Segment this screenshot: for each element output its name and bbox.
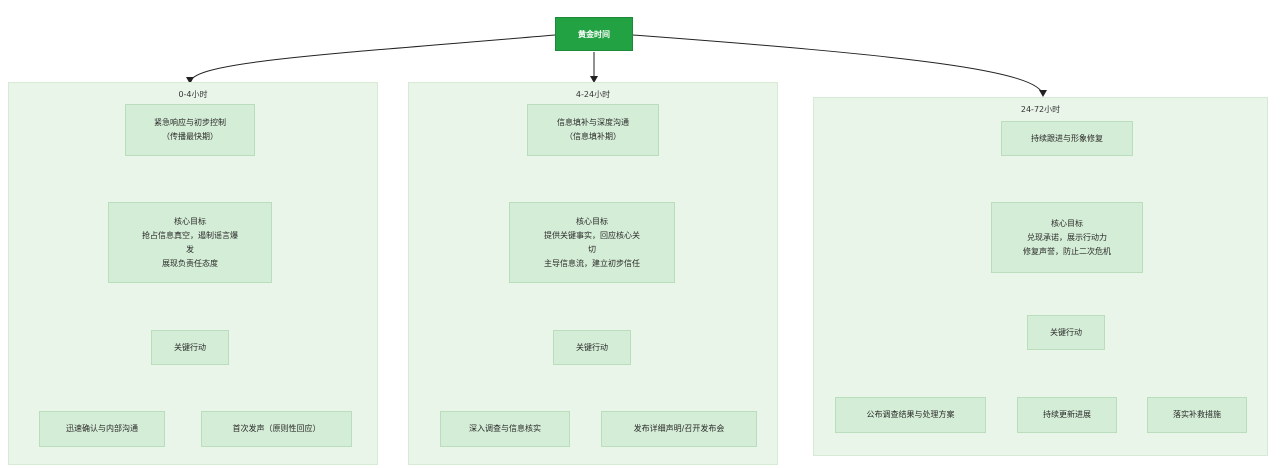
edge-root-phase1 xyxy=(186,34,556,84)
phase-title: 4-24小时 xyxy=(575,90,611,99)
leaf-node: 深入调查与信息核实 xyxy=(440,411,570,447)
goal-line: 主导信息流，建立初步信任 xyxy=(544,258,640,268)
leaf-node: 发布详细声明/召开发布会 xyxy=(601,411,757,447)
action-node: 关键行动 xyxy=(151,330,229,365)
goal-line: 核心目标 xyxy=(174,216,206,226)
root-label: 黄金时间 xyxy=(578,29,610,39)
goal-line: 修复声誉，防止二次危机 xyxy=(1023,246,1111,256)
stage-line: 紧急响应与初步控制 xyxy=(154,118,226,127)
leaf-label: 公布调查结果与处理方案 xyxy=(866,410,955,419)
action-node: 关键行动 xyxy=(1027,315,1105,350)
phase-title: 24-72小时 xyxy=(1020,105,1061,114)
goal-node: 核心目标 抢占信息真空，遏制谣言爆 发 展现负责任态度 xyxy=(108,202,272,283)
leaf-label: 迅速确认与内部沟通 xyxy=(66,424,138,433)
goal-node: 核心目标 提供关键事实，回应核心关 切 主导信息流，建立初步信任 xyxy=(509,202,675,283)
edge-root-phase3 xyxy=(632,34,1047,97)
goal-line: 提供关键事实，回应核心关 xyxy=(544,230,640,240)
stage-node: 持续跟进与形象修复 xyxy=(1001,121,1133,156)
leaf-label: 落实补救措施 xyxy=(1173,410,1221,419)
leaf-label: 首次发声（原则性回应） xyxy=(232,424,321,433)
leaf-node: 落实补救措施 xyxy=(1147,397,1247,433)
phase-panel-24-72h: 24-72小时 xyxy=(813,97,1268,456)
goal-line: 展现负责任态度 xyxy=(162,258,218,268)
phase-title: 0-4小时 xyxy=(178,90,208,99)
goal-line: 核心目标 xyxy=(576,216,608,226)
action-label: 关键行动 xyxy=(1050,327,1082,337)
stage-line: （传播最快期） xyxy=(162,132,218,141)
leaf-label: 发布详细声明/召开发布会 xyxy=(633,424,725,433)
stage-line: 持续跟进与形象修复 xyxy=(1031,133,1103,143)
goal-line: 核心目标 xyxy=(1051,218,1083,228)
action-node: 关键行动 xyxy=(553,330,631,365)
root-node: 黄金时间 xyxy=(555,17,633,51)
leaf-label: 深入调查与信息核实 xyxy=(469,424,541,433)
leaf-node: 迅速确认与内部沟通 xyxy=(39,411,165,447)
stage-line: 信息填补与深度沟通 xyxy=(557,118,629,127)
leaf-label: 持续更新进展 xyxy=(1043,410,1091,419)
leaf-node: 持续更新进展 xyxy=(1017,397,1117,433)
action-label: 关键行动 xyxy=(576,342,608,352)
leaf-node: 公布调查结果与处理方案 xyxy=(835,397,986,433)
goal-line: 切 xyxy=(588,244,596,254)
goal-line: 兑现承诺，展示行动力 xyxy=(1027,232,1107,242)
stage-node: 信息填补与深度沟通 （信息填补期） xyxy=(527,104,659,156)
stage-node: 紧急响应与初步控制 （传播最快期） xyxy=(125,104,255,156)
goal-line: 抢占信息真空，遏制谣言爆 xyxy=(142,230,238,240)
stage-line: （信息填补期） xyxy=(565,132,621,141)
goal-node: 核心目标 兑现承诺，展示行动力 修复声誉，防止二次危机 xyxy=(991,202,1143,273)
leaf-node: 首次发声（原则性回应） xyxy=(201,411,352,447)
action-label: 关键行动 xyxy=(174,342,206,352)
goal-line: 发 xyxy=(186,244,194,254)
